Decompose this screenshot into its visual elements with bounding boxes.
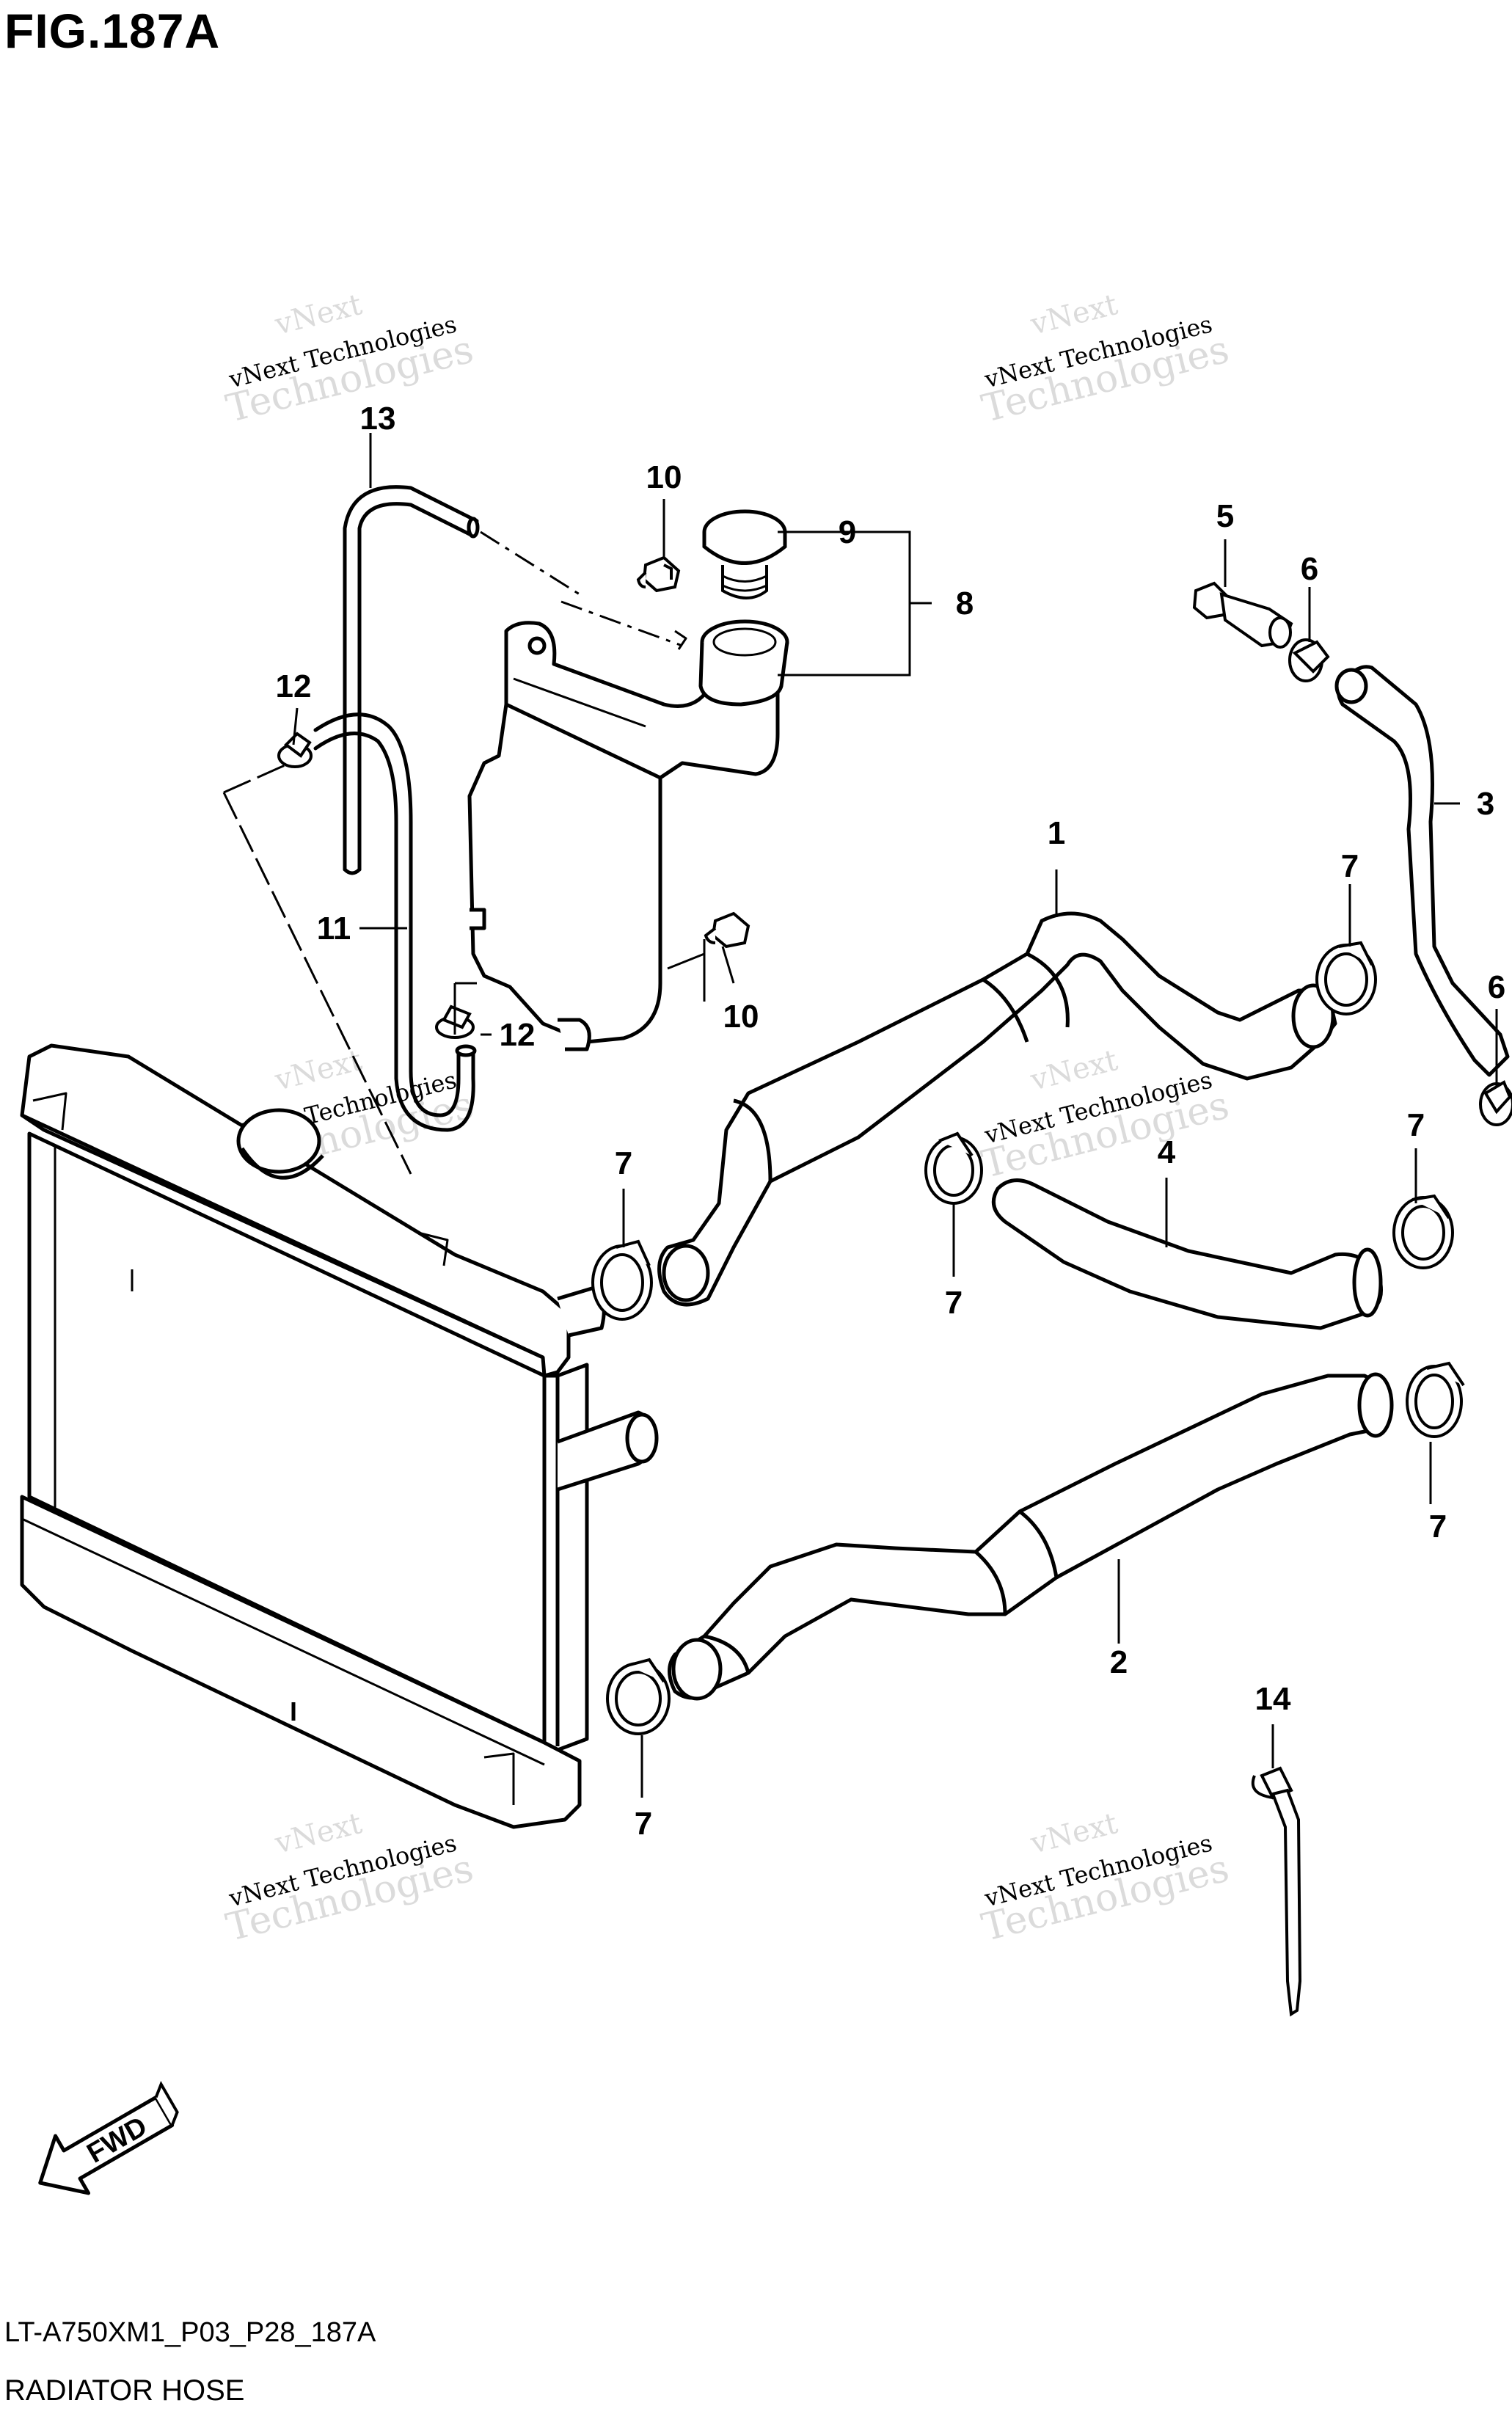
radiator-hose-upper xyxy=(657,911,1337,1307)
radiator xyxy=(20,1043,659,1829)
bypass-hose xyxy=(1334,665,1510,1077)
breather-hose xyxy=(343,485,480,875)
callout-9: 9 xyxy=(839,514,856,550)
watermark-text: vNext xyxy=(271,1043,365,1098)
bolt-top xyxy=(636,555,681,593)
watermark-bottom-right: vNext vNext Technologies Technologies xyxy=(978,1806,1233,1950)
reservoir-tank xyxy=(467,619,789,1051)
clamp-7-f xyxy=(606,1658,671,1735)
clamp-6-lower xyxy=(1479,1080,1512,1126)
clamp-7-e xyxy=(1406,1361,1465,1438)
callout-10-top: 10 xyxy=(646,459,682,495)
watermark-top-right: vNext vNext Technologies Technologies xyxy=(978,288,1233,431)
clamp-6-upper xyxy=(1288,638,1330,682)
leader-lines xyxy=(222,433,1498,1798)
callout-12-upper: 12 xyxy=(276,668,312,704)
union-bolt xyxy=(1192,581,1293,649)
watermark-text: vNext xyxy=(1026,288,1120,342)
callout-labels: 1 2 3 4 5 6 6 7 7 7 7 7 7 8 9 10 10 11 1… xyxy=(276,401,1506,1842)
watermark-bottom-left: vNext vNext Technologies Technologies xyxy=(222,1806,478,1950)
callout-7-c: 7 xyxy=(1341,848,1359,884)
cable-tie xyxy=(1251,1766,1302,2017)
callout-6-lower: 6 xyxy=(1488,969,1505,1005)
callout-6-upper: 6 xyxy=(1301,551,1318,587)
callout-13: 13 xyxy=(360,401,396,437)
clamp-7-c xyxy=(1315,941,1377,1015)
model-code: LT-A750XM1_P03_P28_187A xyxy=(4,2317,376,2348)
radiator-hose-lower xyxy=(668,1372,1394,1701)
callout-4: 4 xyxy=(1158,1134,1176,1170)
watermark-text: vNext xyxy=(271,288,365,342)
callout-14: 14 xyxy=(1255,1681,1291,1717)
clamp-7-d xyxy=(1392,1194,1454,1269)
watermark-text: vNext xyxy=(1026,1806,1120,1861)
callout-3: 3 xyxy=(1477,786,1494,822)
watermark-text: vNext xyxy=(271,1806,365,1861)
callout-7-f: 7 xyxy=(635,1806,652,1842)
callout-7-a: 7 xyxy=(615,1145,632,1181)
overflow-hose xyxy=(313,712,477,1132)
clamp-7-b xyxy=(924,1131,983,1205)
hose-4 xyxy=(991,1178,1383,1330)
callout-8: 8 xyxy=(956,586,974,621)
watermark-top-left: vNext vNext Technologies Technologies xyxy=(222,288,478,431)
section-name: RADIATOR HOSE xyxy=(4,2374,245,2407)
callout-1: 1 xyxy=(1048,815,1065,851)
watermark-text: vNext xyxy=(1026,1043,1120,1098)
reservoir-cap xyxy=(702,509,787,599)
clamp-7-a xyxy=(591,1239,653,1321)
callout-7-d: 7 xyxy=(1407,1107,1425,1143)
callout-7-b: 7 xyxy=(945,1285,963,1321)
figure-title: FIG.187A xyxy=(4,4,221,58)
small-clamp-upper xyxy=(277,732,313,768)
callout-11: 11 xyxy=(317,911,351,947)
callout-2: 2 xyxy=(1110,1644,1128,1680)
bolt-bottom xyxy=(704,911,750,949)
callout-10-bottom: 10 xyxy=(723,999,759,1035)
callout-12-lower: 12 xyxy=(500,1017,536,1053)
callout-5: 5 xyxy=(1216,498,1234,534)
callout-7-e: 7 xyxy=(1429,1509,1447,1545)
forward-direction-arrow: FWD xyxy=(38,2080,179,2195)
